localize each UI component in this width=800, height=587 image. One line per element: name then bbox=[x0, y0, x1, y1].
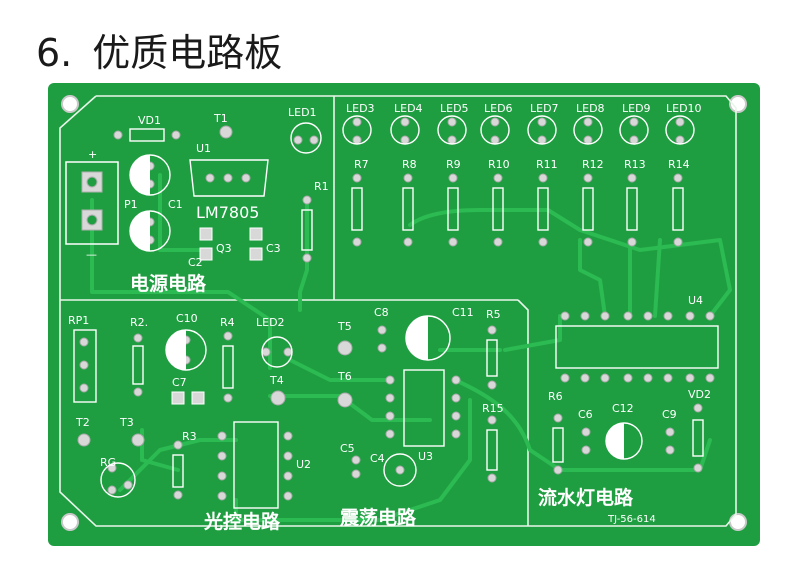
label-r5: R5 bbox=[486, 308, 501, 321]
label-p1: P1 bbox=[124, 198, 138, 211]
label-c4: C4 bbox=[370, 452, 385, 465]
label-r10: R10 bbox=[488, 158, 510, 171]
label-u3: U3 bbox=[418, 450, 433, 463]
heading-number: 6. bbox=[36, 31, 73, 75]
minus-sign: — bbox=[86, 248, 97, 261]
capacitor-fills bbox=[130, 155, 624, 459]
label-c11: C11 bbox=[452, 306, 474, 319]
label-t5: T5 bbox=[337, 320, 352, 333]
component-outlines bbox=[73, 115, 719, 509]
label-u4: U4 bbox=[688, 294, 703, 307]
label-r15: R15 bbox=[482, 402, 504, 415]
label-led10: LED10 bbox=[666, 102, 702, 115]
label-vd1: VD1 bbox=[138, 114, 161, 127]
label-led1: LED1 bbox=[288, 106, 317, 119]
label-r4: R4 bbox=[220, 316, 235, 329]
label-c6: C6 bbox=[578, 408, 593, 421]
label-c5: C5 bbox=[340, 442, 355, 455]
label-c7: C7 bbox=[172, 376, 187, 389]
copper-traces bbox=[90, 173, 732, 522]
label-led2: LED2 bbox=[256, 316, 285, 329]
heading-title: 优质电路板 bbox=[92, 31, 283, 75]
label-led3: LED3 bbox=[346, 102, 375, 115]
label-rg: RG bbox=[100, 456, 116, 469]
label-c9: C9 bbox=[662, 408, 677, 421]
label-r2: R2. bbox=[130, 316, 148, 329]
label-lm7805: LM7805 bbox=[196, 203, 259, 222]
label-t1: T1 bbox=[213, 112, 228, 125]
board-code: TJ-56-614 bbox=[607, 514, 656, 525]
label-led5: LED5 bbox=[440, 102, 469, 115]
dc-jack-pads bbox=[81, 171, 103, 231]
smd-pads bbox=[171, 227, 263, 405]
label-vd2: VD2 bbox=[688, 388, 711, 401]
section-title-oscillator: 震荡电路 bbox=[340, 506, 417, 529]
label-r8: R8 bbox=[402, 158, 417, 171]
label-c1: C1 bbox=[168, 198, 183, 211]
label-led8: LED8 bbox=[576, 102, 605, 115]
resistor-labels: R7 R8 R9 R10 R11 R12 R13 R14 bbox=[354, 158, 690, 171]
label-q3: Q3 bbox=[216, 242, 232, 255]
plus-sign: + bbox=[88, 148, 97, 161]
label-c8: C8 bbox=[374, 306, 389, 319]
label-c12: C12 bbox=[612, 402, 634, 415]
label-led7: LED7 bbox=[530, 102, 559, 115]
label-led4: LED4 bbox=[394, 102, 423, 115]
label-t2: T2 bbox=[75, 416, 90, 429]
label-r9: R9 bbox=[446, 158, 461, 171]
led-labels: LED3 LED4 LED5 LED6 LED7 LED8 LED9 LED10 bbox=[346, 102, 702, 115]
section-title-power: 电源电路 bbox=[130, 272, 207, 295]
label-led6: LED6 bbox=[484, 102, 513, 115]
label-r13: R13 bbox=[624, 158, 646, 171]
dc-jack-outline bbox=[65, 161, 119, 245]
page-heading: 6. 优质电路板 bbox=[36, 22, 283, 75]
label-u1: U1 bbox=[196, 142, 211, 155]
section-title-light: 光控电路 bbox=[203, 510, 281, 533]
label-rp1: RP1 bbox=[68, 314, 89, 327]
section-title-flowing: 流水灯电路 bbox=[538, 486, 634, 509]
label-led9: LED9 bbox=[622, 102, 651, 115]
label-r11: R11 bbox=[536, 158, 558, 171]
through-hole-pads bbox=[77, 117, 715, 501]
label-u2: U2 bbox=[296, 458, 311, 471]
label-r7: R7 bbox=[354, 158, 369, 171]
label-c10: C10 bbox=[176, 312, 198, 325]
label-c3: C3 bbox=[266, 242, 281, 255]
label-r12: R12 bbox=[582, 158, 604, 171]
section-outlines bbox=[59, 95, 737, 527]
label-c2: C2 bbox=[188, 256, 203, 269]
label-r1: R1 bbox=[314, 180, 329, 193]
label-t6: T6 bbox=[337, 370, 352, 383]
label-r3: R3 bbox=[182, 430, 197, 443]
label-t4: T4 bbox=[269, 374, 284, 387]
label-t3: T3 bbox=[119, 416, 134, 429]
label-r6: R6 bbox=[548, 390, 563, 403]
label-r14: R14 bbox=[668, 158, 690, 171]
